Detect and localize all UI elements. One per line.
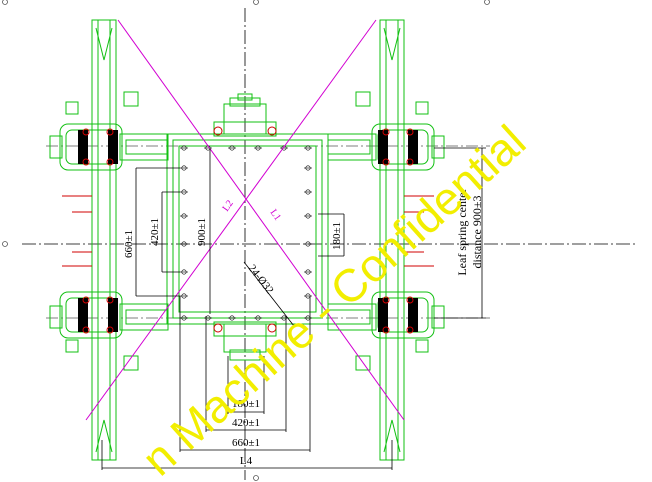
hole-callout-leader [243,261,295,327]
dim-900-vertical: 900±1 [196,218,208,246]
hub-bolts [82,128,414,334]
dim-l4: L4 [240,455,253,467]
dim-420-horizontal: 420±1 [232,417,260,429]
horizontal-dimension-lines [101,296,393,470]
diagonal-label-l2: L2 [220,198,235,213]
dim-660-vertical: 660±1 [123,230,135,258]
dim-660-horizontal: 660±1 [232,437,260,449]
diagonal-label-l1: L1 [268,207,283,222]
leaf-spring-dimension-lines [434,147,486,319]
dim-180-horizontal: 180±1 [232,398,260,410]
top-housing [213,93,277,137]
selection-handles [2,0,490,481]
vertical-dimension-lines [135,148,345,314]
bottom-housing [213,321,277,361]
center-lines [22,8,636,480]
leaf-spring-studs [62,195,434,267]
leaf-spring-note-line2: distance 900±3 [470,196,484,269]
axle-tubes [119,133,377,331]
leaf-spring-note-line1: Leaf spring center [455,188,469,275]
hub-details [78,130,418,332]
dim-180-vertical: 180±1 [331,222,343,250]
diagonal-lines [85,19,405,421]
dim-420-vertical: 420±1 [149,218,161,246]
